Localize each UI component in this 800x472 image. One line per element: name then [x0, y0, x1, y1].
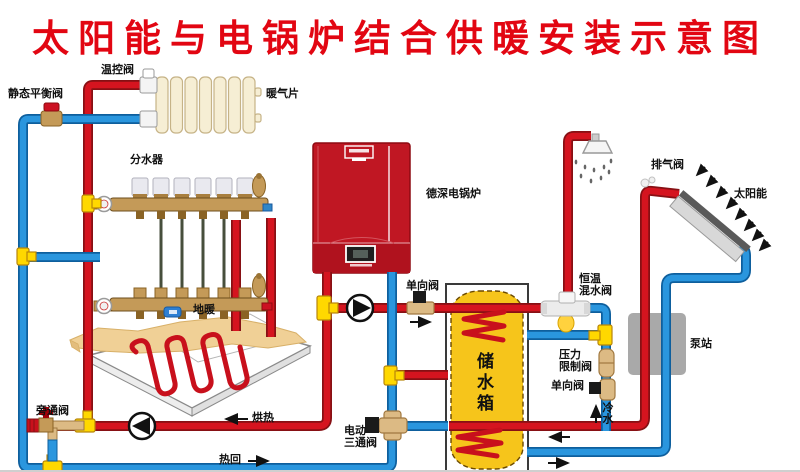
manifold-loop-connectors — [159, 219, 226, 290]
label-air-vent: 排气阀 — [651, 159, 684, 171]
circulation-pump — [345, 293, 375, 323]
bypass-valve — [26, 407, 85, 462]
shower-icon — [574, 133, 614, 184]
thermostatic-valve — [139, 68, 158, 94]
label-manifold: 分水器 — [130, 154, 163, 166]
air-vent-icon — [640, 176, 656, 188]
solar-return-pipe — [527, 242, 750, 456]
label-pump-station: 泵站 — [690, 338, 712, 350]
label-floor-heating: 地暖 — [193, 304, 215, 316]
label-radiator: 暖气片 — [266, 88, 299, 100]
manifold-supply-bar — [109, 197, 269, 212]
pump-station-box — [628, 313, 686, 375]
floor-heating-coil — [129, 332, 250, 397]
boiler-display — [345, 245, 376, 267]
tank-lower-coil — [455, 427, 504, 459]
label-check-valve-cold: 单向阀 — [551, 380, 584, 392]
label-cold-water: 冷水 — [601, 402, 613, 424]
circulation-pump — [127, 411, 157, 441]
static-balance-valve — [40, 102, 63, 127]
label-check-valve-boiler: 单向阀 — [406, 280, 439, 292]
label-solar: 太阳能 — [734, 188, 767, 200]
manifold-return-bar — [109, 297, 269, 312]
floor-heating-icon — [163, 306, 182, 318]
label-mixing-valve: 恒温 混水阀 — [579, 273, 612, 297]
label-thermostatic-valve: 温控阀 — [101, 64, 134, 76]
label-heat-return: 热回 — [219, 454, 241, 466]
radiator-union — [139, 110, 158, 128]
manifold-fill-valve — [261, 302, 273, 311]
manifold-actuator-caps — [131, 177, 254, 199]
heating-return-pipe — [19, 115, 396, 472]
label-boiler: 德深电锅炉 — [426, 188, 481, 200]
pressure-limit-valve — [598, 348, 615, 378]
check-valve — [406, 291, 435, 315]
label-three-way-valve: 电动 三通阀 — [344, 425, 377, 449]
tank-upper-coil — [461, 309, 507, 343]
manifold — [93, 173, 273, 319]
label-heat-supply: 烘热 — [252, 412, 274, 424]
radiator-supply-pipe — [84, 81, 148, 424]
three-way-valve — [365, 410, 408, 441]
shower-supply-pipe — [564, 132, 591, 305]
electric-boiler — [312, 142, 411, 274]
bottom-border — [0, 470, 800, 472]
manifold-nipples — [136, 211, 249, 219]
mixing-valve — [540, 291, 591, 333]
sun-arrows — [695, 163, 772, 252]
manifold-return-ports — [133, 287, 252, 299]
flow-arrows — [224, 316, 602, 469]
manifold-drain-valve — [262, 203, 273, 212]
label-static-balance-valve: 静态平衡阀 — [8, 88, 63, 100]
solar-hot-pipe — [449, 187, 680, 430]
page-title: 太阳能与电锅炉结合供暖安装示意图 — [32, 18, 768, 59]
label-bypass-valve: 旁通阀 — [36, 405, 69, 417]
label-storage-tank: 储水箱 — [474, 352, 493, 415]
solar-collector — [669, 163, 772, 263]
radiator — [155, 76, 262, 134]
heating-supply-pipe — [29, 312, 331, 430]
cold-water-riser — [586, 304, 610, 431]
check-valve — [589, 378, 616, 401]
label-pressure-limit-valve: 压力 限制阀 — [559, 349, 592, 373]
floor-heating-layer — [69, 316, 308, 354]
boiler-logo — [344, 145, 374, 161]
